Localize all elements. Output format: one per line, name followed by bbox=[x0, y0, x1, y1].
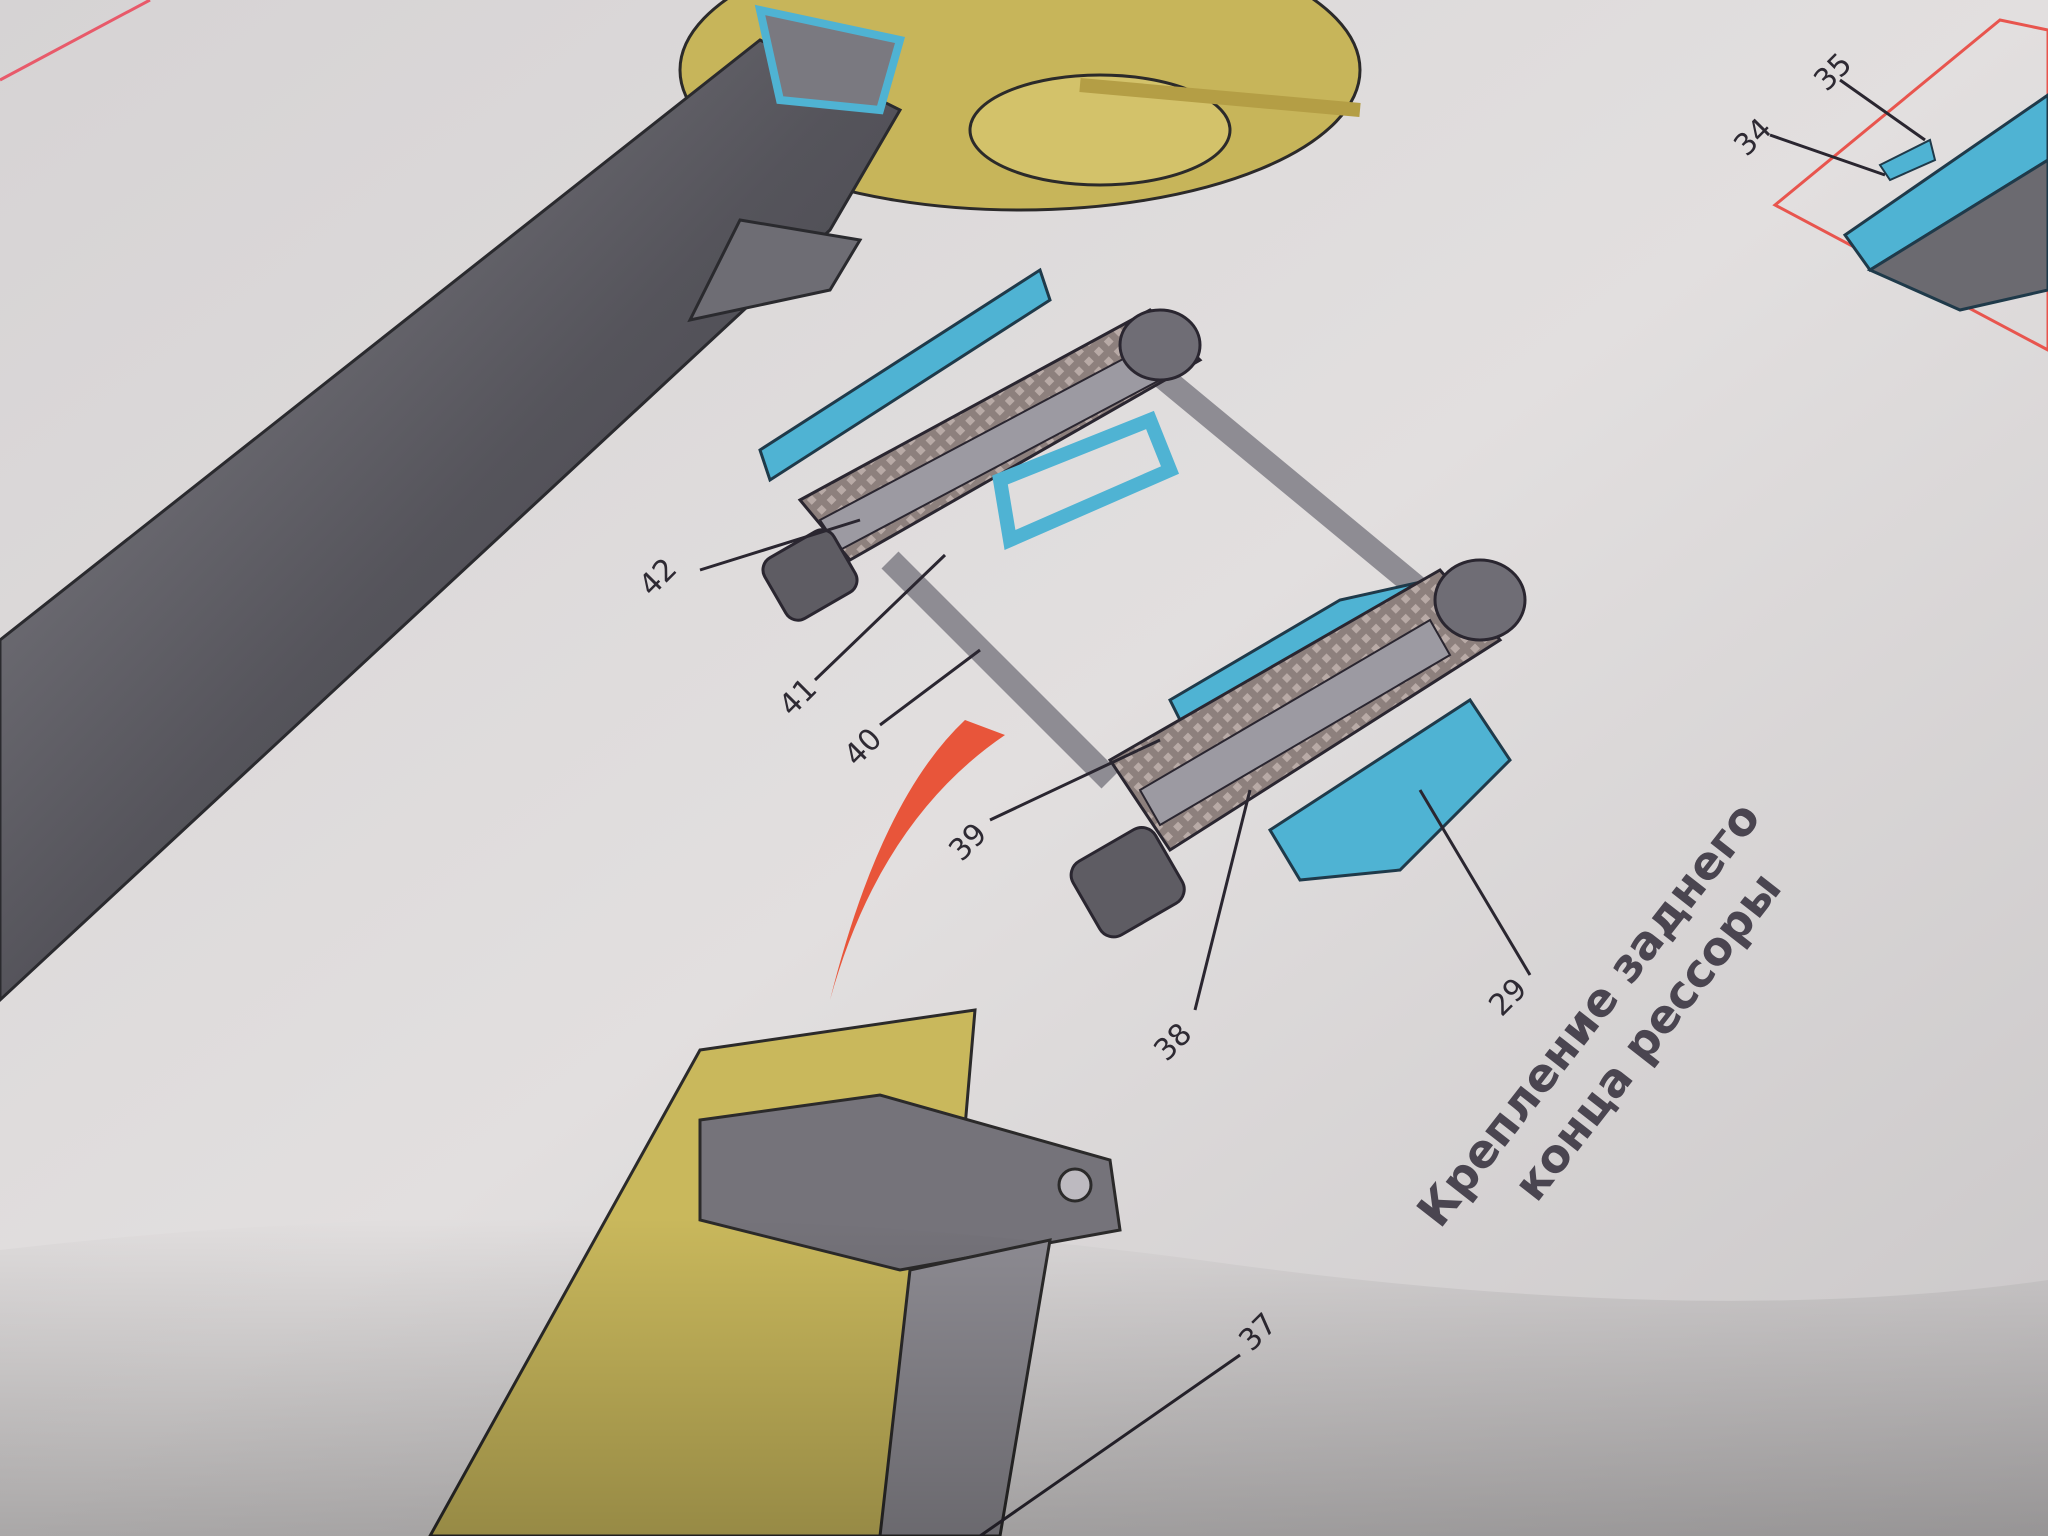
leaf-spring-inset bbox=[1772, 18, 2048, 352]
axle-tube bbox=[0, 4, 906, 1003]
shackle-plate-40 bbox=[1122, 340, 1428, 600]
shackle-pin-38 bbox=[1138, 618, 1452, 827]
frame-border-line bbox=[0, 0, 151, 82]
shackle-assembly bbox=[758, 267, 1527, 939]
bracket-clip bbox=[992, 410, 1180, 551]
spring-eye-29 bbox=[1267, 697, 1512, 882]
camera-shadow bbox=[0, 1217, 2048, 1536]
nut-upper bbox=[761, 528, 859, 622]
nut-lower bbox=[1069, 825, 1186, 939]
spring-leaf-top bbox=[758, 267, 1052, 483]
